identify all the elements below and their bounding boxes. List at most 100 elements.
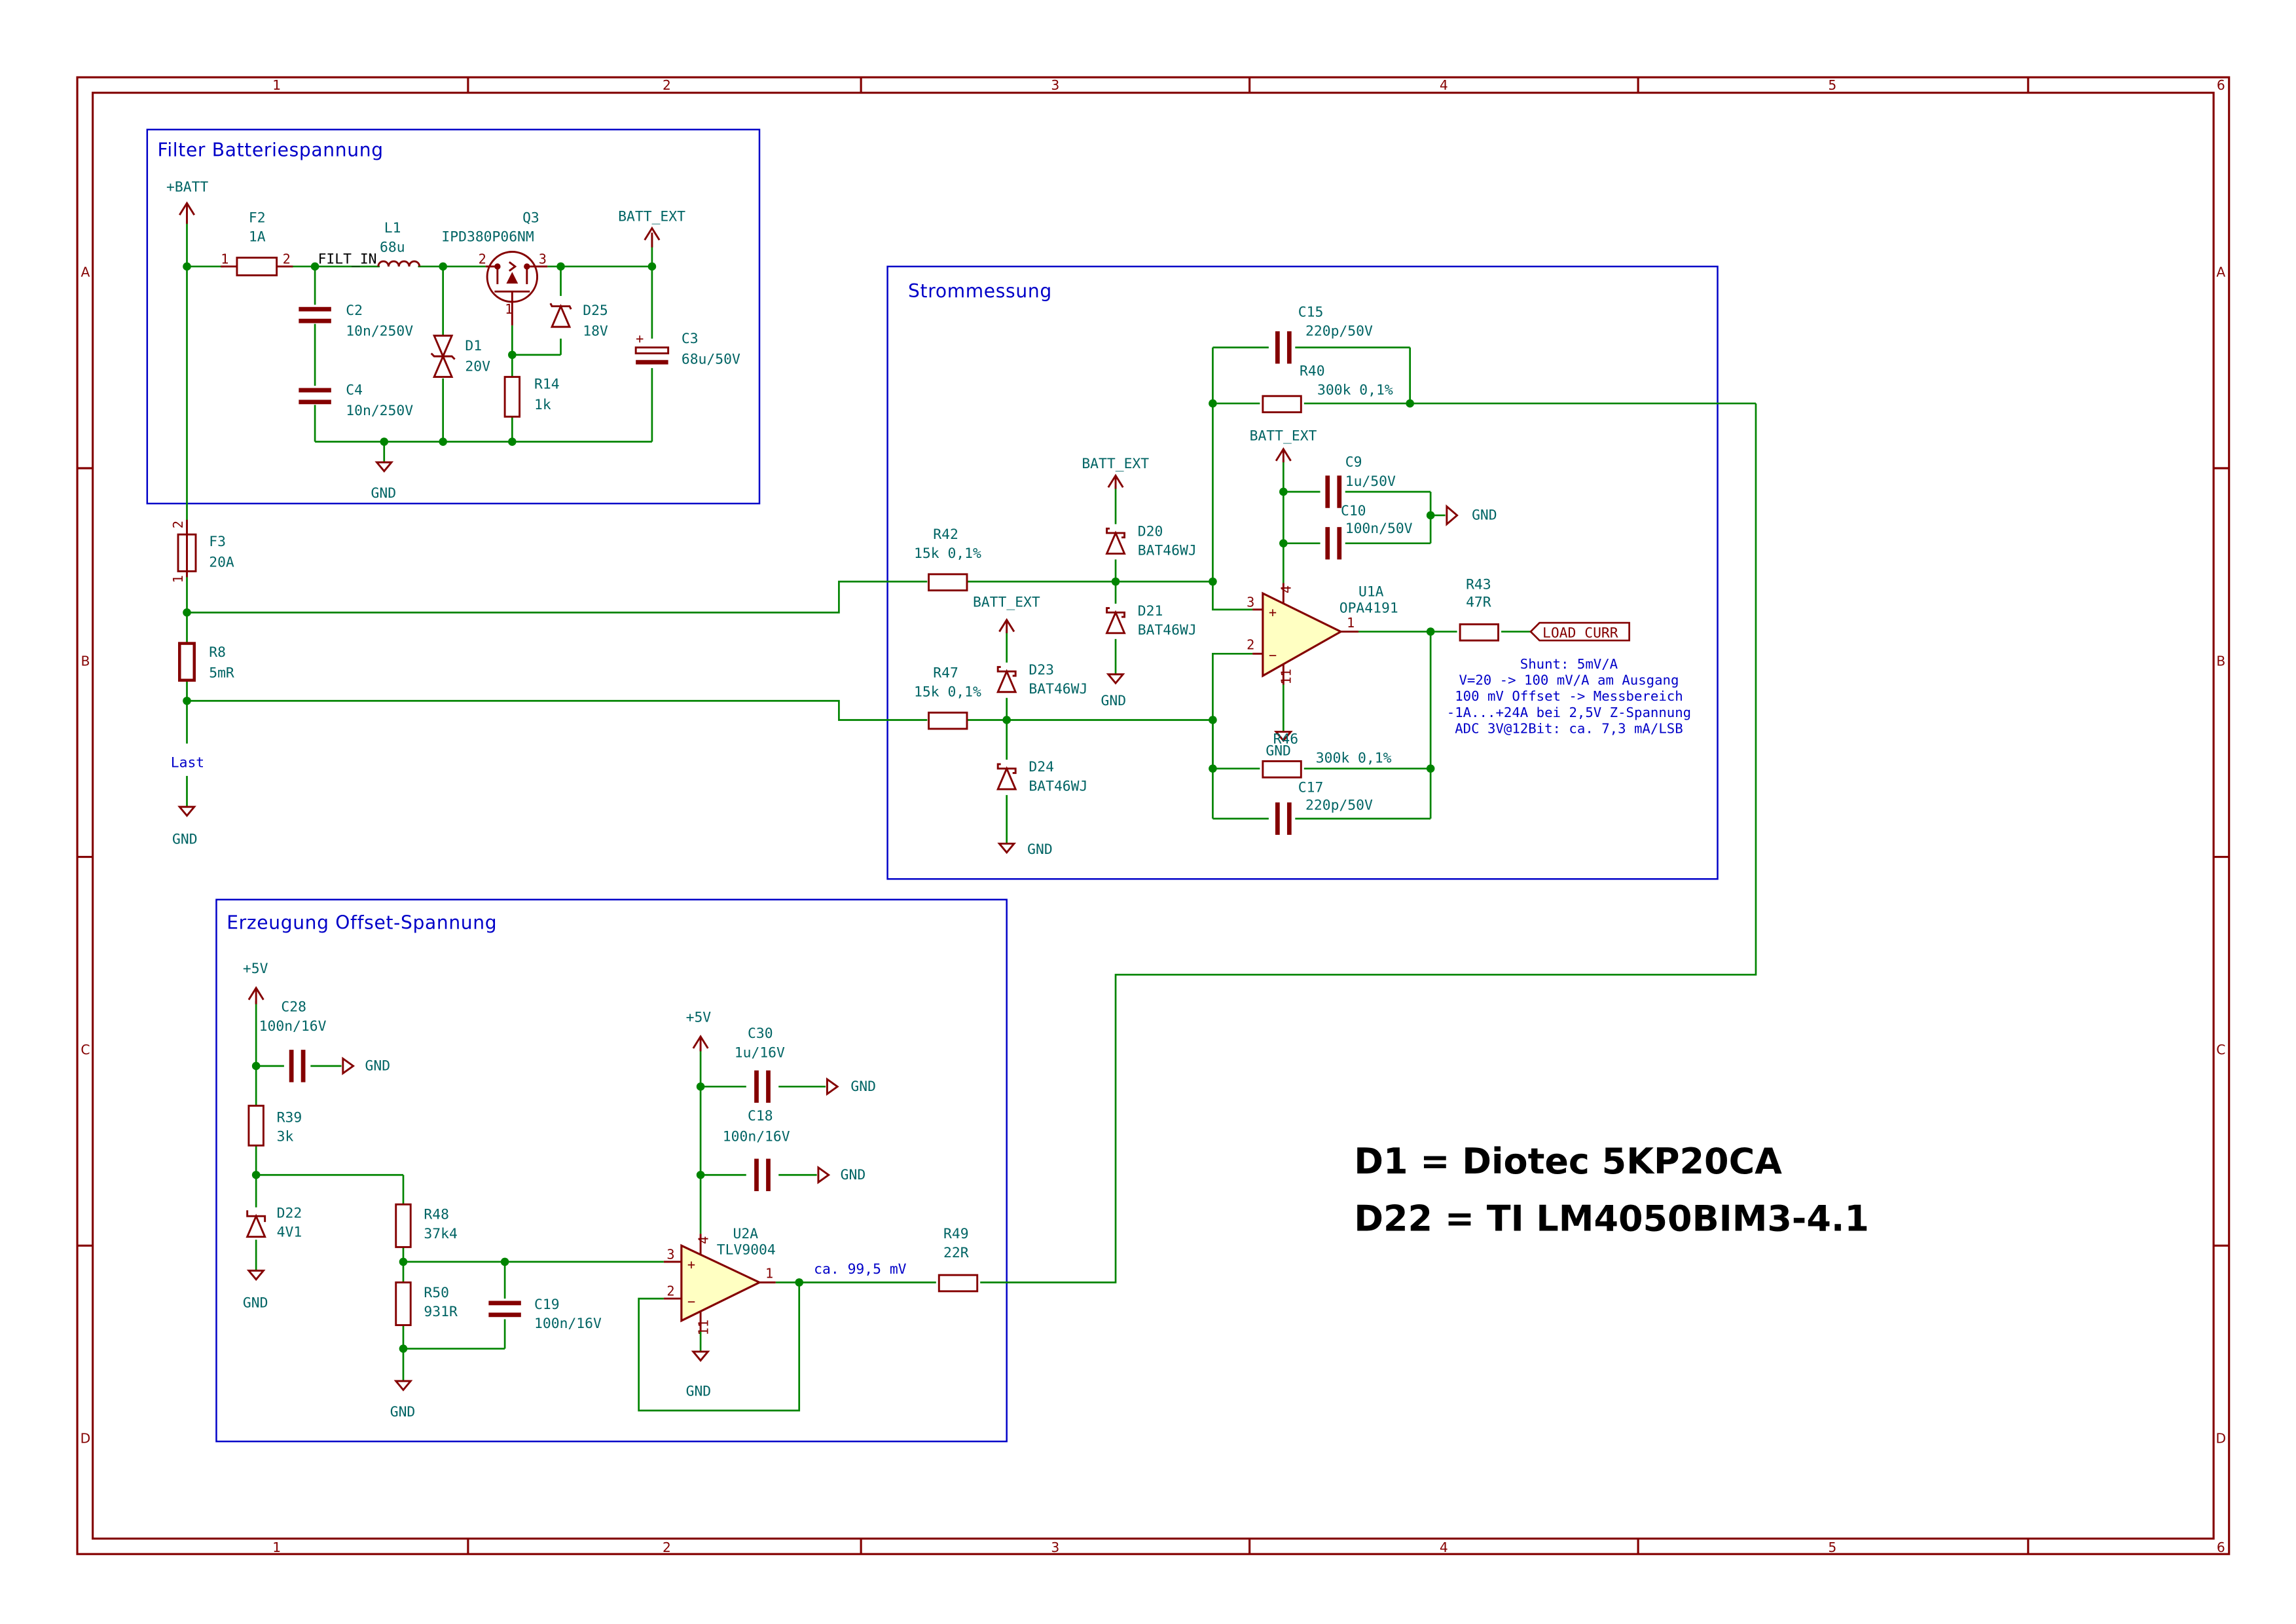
capacitor-C18[interactable]: C18 100n/16V	[723, 1108, 790, 1191]
svg-text:GND: GND	[1266, 743, 1291, 759]
svg-text:11: 11	[1279, 669, 1294, 684]
capacitor-C3[interactable]: + C3 68u/50V	[634, 331, 740, 367]
gnd-symbol: GND	[1446, 504, 1497, 526]
capacitor-C10[interactable]: C10 100n/50V	[1325, 503, 1413, 560]
svg-text:GND: GND	[841, 1167, 866, 1183]
global-label-load-curr[interactable]: LOAD_CURR	[1529, 621, 1630, 642]
resistor-R42[interactable]: R42 15k 0,1%	[914, 526, 981, 592]
svg-text:U1A: U1A	[1358, 584, 1384, 600]
column-label-bottom: 5	[1828, 1540, 1836, 1555]
fuse-F2[interactable]: 1 2 F2 1A	[221, 210, 293, 276]
svg-text:1: 1	[505, 301, 513, 317]
capacitor-C9[interactable]: C9 1u/50V	[1325, 454, 1396, 508]
gnd-symbol: GND	[817, 1166, 866, 1185]
capacitor-C17[interactable]: C17 220p/50V	[1275, 780, 1373, 835]
svg-text:100n/16V: 100n/16V	[259, 1018, 327, 1035]
resistor-R46[interactable]: R46 300k 0,1%	[1262, 731, 1392, 779]
svg-text:F3: F3	[209, 534, 226, 550]
svg-text:TLV9004: TLV9004	[717, 1242, 776, 1259]
block-current-title: Strommessung	[908, 280, 1052, 302]
power-port-batt-ext	[644, 226, 661, 248]
opamp-U1A[interactable]: + − 3 2 1 4 11 U1A OPA4191	[1247, 583, 1398, 685]
offset-wires	[255, 1001, 936, 1412]
svg-text:D23: D23	[1029, 662, 1054, 678]
svg-text:-1A...+24A bei 2,5V Z-Spannung: -1A...+24A bei 2,5V Z-Spannung	[1447, 705, 1691, 720]
svg-text:1u/50V: 1u/50V	[1345, 473, 1396, 490]
capacitor-C19[interactable]: C19 100n/16V	[488, 1297, 602, 1332]
schottky-diode-D23[interactable]: D23 BAT46WJ	[996, 662, 1087, 697]
svg-text:3: 3	[666, 1246, 674, 1262]
row-label-right: D	[2216, 1430, 2227, 1446]
svg-text:Shunt: 5mV/A: Shunt: 5mV/A	[1520, 656, 1618, 672]
power-port-5v: +5V	[686, 1009, 711, 1052]
svg-text:3k: 3k	[277, 1129, 294, 1145]
mosfet-Q3[interactable]: 2 3 1 Q3 IPD380P06NM	[441, 210, 548, 325]
fuse-F3[interactable]: 2 1 F3 20A	[170, 519, 234, 583]
reference-diode-D22[interactable]: D22 4V1	[246, 1205, 302, 1241]
svg-text:OPA4191: OPA4191	[1339, 600, 1398, 616]
inductor-L1[interactable]: L1 68u	[377, 220, 421, 267]
gnd-symbol: GND	[390, 1380, 415, 1420]
svg-text:1: 1	[1347, 615, 1355, 631]
schottky-diode-D24[interactable]: D24 BAT46WJ	[996, 759, 1087, 794]
svg-text:GND: GND	[1027, 841, 1053, 858]
resistor-R14[interactable]: R14 1k	[503, 376, 560, 418]
capacitor-C2[interactable]: C2 10n/250V	[299, 303, 413, 340]
svg-text:V=20 -> 100 mV/A am Ausgang: V=20 -> 100 mV/A am Ausgang	[1459, 673, 1679, 688]
svg-text:BATT_EXT: BATT_EXT	[1082, 456, 1149, 472]
svg-text:BAT46WJ: BAT46WJ	[1029, 778, 1087, 794]
capacitor-C28[interactable]: C28 100n/16V	[259, 999, 327, 1082]
capacitor-C30[interactable]: C30 1u/16V	[735, 1025, 785, 1103]
svg-text:BATT_EXT: BATT_EXT	[973, 594, 1040, 610]
svg-text:D25: D25	[583, 303, 608, 319]
column-label-bottom: 6	[2217, 1540, 2225, 1555]
resistor-R48[interactable]: R48 37k4	[395, 1203, 458, 1248]
svg-text:C15: C15	[1298, 304, 1324, 320]
column-dividers	[467, 77, 2030, 1555]
inner-border	[92, 92, 2215, 1540]
zener-diode-D25[interactable]: D25 18V	[549, 303, 608, 340]
row-label-left: C	[81, 1042, 90, 1058]
resistor-R40[interactable]: R40 300k 0,1%	[1262, 363, 1393, 414]
resistor-R49[interactable]: R49 22R	[938, 1226, 979, 1293]
resistor-R47[interactable]: R47 15k 0,1%	[914, 665, 981, 730]
svg-text:1: 1	[765, 1266, 773, 1282]
tvs-diode-D1[interactable]: D1 20V	[430, 335, 490, 378]
capacitor-C4[interactable]: C4 10n/250V	[299, 382, 413, 419]
schottky-diode-D21[interactable]: D21 BAT46WJ	[1105, 603, 1197, 638]
L1-ref: L1	[384, 220, 401, 236]
filter-junctions	[183, 262, 657, 446]
svg-text:R50: R50	[424, 1285, 449, 1301]
resistor-R43[interactable]: R43 47R	[1459, 576, 1500, 642]
filter-wires	[186, 221, 653, 538]
svg-text:47R: 47R	[1466, 594, 1491, 610]
svg-text:931R: 931R	[424, 1304, 458, 1320]
svg-text:−: −	[687, 1293, 695, 1309]
svg-text:GND: GND	[172, 831, 198, 847]
svg-text:R39: R39	[277, 1109, 302, 1126]
svg-text:R47: R47	[933, 665, 958, 681]
svg-text:15k 0,1%: 15k 0,1%	[914, 545, 981, 562]
column-label-bottom: 1	[272, 1540, 281, 1555]
svg-text:R8: R8	[209, 644, 226, 661]
schottky-diode-D20[interactable]: D20 BAT46WJ	[1105, 523, 1197, 559]
resistor-R50[interactable]: R50 931R	[395, 1281, 458, 1327]
svg-text:2: 2	[479, 251, 486, 267]
svg-text:20A: 20A	[209, 555, 234, 571]
gnd-symbol: GND	[997, 841, 1053, 858]
resistor-R39[interactable]: R39 3k	[247, 1105, 302, 1147]
capacitor-C15[interactable]: C15 220p/50V	[1275, 304, 1373, 364]
gnd-symbol: GND	[371, 461, 396, 502]
power-port-batt-ext: BATT_EXT	[1250, 428, 1317, 463]
svg-text:4: 4	[695, 1236, 711, 1244]
opamp-U2A[interactable]: + − 3 2 1 4 11 U2A TLV9004	[663, 1226, 776, 1335]
svg-text:C19: C19	[534, 1297, 560, 1313]
svg-text:100n/50V: 100n/50V	[1345, 521, 1413, 537]
svg-text:+: +	[636, 331, 644, 346]
shunt-resistor-R8[interactable]: R8 5mR	[178, 642, 234, 682]
sheet-frame: 1 2 3 4 5 6 1 2 3 4 5 6 A B C D A B C D	[76, 76, 2231, 1555]
svg-text:1k: 1k	[534, 397, 551, 413]
power-port-5v: +5V	[243, 961, 268, 1005]
column-label-top: 6	[2217, 77, 2225, 93]
